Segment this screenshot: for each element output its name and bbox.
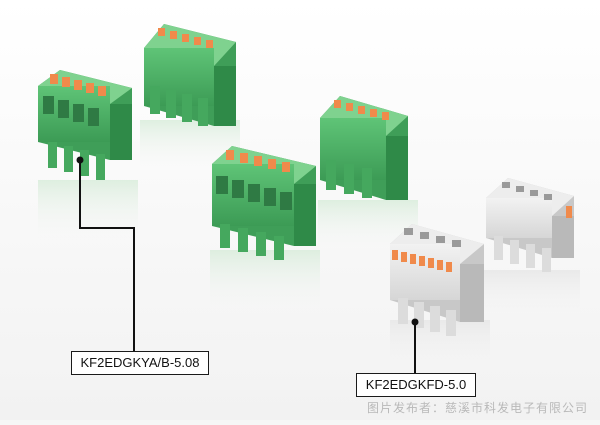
green-connector-center [210,146,320,310]
leader-line-left [79,160,135,351]
publisher-watermark: 图片发布者：慈溪市科发电子有限公司 [366,401,588,415]
model-label-kyab: KF2EDGKYA/B-5.08 [71,351,209,375]
leader-dot-right [411,318,419,326]
green-connector-right [318,96,418,250]
leader-lines [76,156,419,373]
gray-connector-back-right [480,178,580,320]
green-connector-back-center [140,24,240,170]
green-connector-front-left [38,70,138,240]
model-label-kfd: KF2EDGKFD-5.0 [356,373,476,397]
leader-dot-left [76,156,84,164]
gray-connector-front [390,224,490,370]
